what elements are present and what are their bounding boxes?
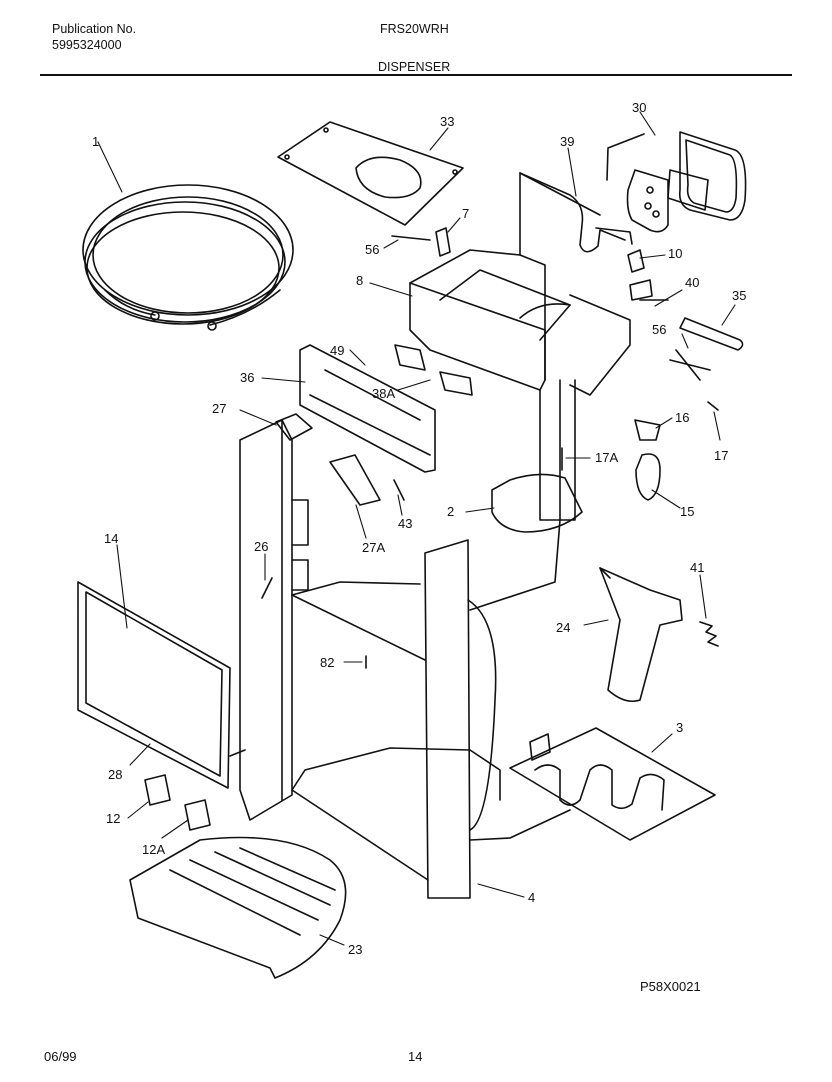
callout-label: 4 <box>528 890 535 905</box>
callout-label: 35 <box>732 288 746 303</box>
callout-label: 82 <box>320 655 334 670</box>
part-41-spring <box>699 621 719 647</box>
callout-label: 41 <box>690 560 704 575</box>
drawing-code: P58X0021 <box>640 979 701 994</box>
callout-label: 38A <box>372 386 395 401</box>
page-number: 14 <box>408 1049 423 1064</box>
callout-label: 30 <box>632 100 646 115</box>
callout-label: 14 <box>104 531 118 546</box>
callout-label: 26 <box>254 539 268 554</box>
header-rule <box>40 74 792 76</box>
callout-label: 12A <box>142 842 165 857</box>
part-40 <box>629 279 653 301</box>
part-49 <box>669 349 711 381</box>
part-38A-b <box>439 371 473 396</box>
callout-label: 40 <box>685 275 699 290</box>
callout-label: 1 <box>92 134 99 149</box>
footer-date: 06/99 <box>44 1049 77 1064</box>
part-27A <box>329 454 381 506</box>
callout-label: 2 <box>447 504 454 519</box>
part-3-heater <box>509 727 716 841</box>
callout-label: 39 <box>560 134 574 149</box>
part-8-housing <box>409 172 631 396</box>
callout-label: 15 <box>680 504 694 519</box>
callout-label: 36 <box>240 370 254 385</box>
part-35-switch <box>679 317 744 351</box>
callout-label: 43 <box>398 516 412 531</box>
part-43-screw <box>393 479 405 501</box>
part-10 <box>627 249 645 273</box>
callout-label: 17 <box>714 448 728 463</box>
publication-label: Publication No. <box>52 22 137 36</box>
part-56-screw <box>391 235 431 241</box>
part-27 <box>275 413 313 441</box>
part-14-panel <box>77 581 231 789</box>
cabinet-frame <box>291 519 561 881</box>
callout-label: 27A <box>362 540 385 555</box>
part-1-tubing-coil <box>82 184 294 331</box>
part-39-wire <box>519 172 626 253</box>
left-frame <box>239 419 309 821</box>
callout-label: 17A <box>595 450 618 465</box>
callout-label: 8 <box>356 273 363 288</box>
part-33-cover-plate <box>277 121 464 226</box>
callout-label: 33 <box>440 114 454 129</box>
part-36-panel <box>299 344 436 473</box>
callout-label: 24 <box>556 620 570 635</box>
callout-label: 3 <box>676 720 683 735</box>
part-17-screw <box>707 401 719 411</box>
part-2-chute <box>491 473 583 533</box>
callout-label: 49 <box>330 343 344 358</box>
leader-lines <box>97 111 736 946</box>
callout-label: 56 <box>365 242 379 257</box>
part-12-clip <box>144 774 171 806</box>
publication-number: 5995324000 <box>52 38 122 52</box>
callout-label: 16 <box>675 410 689 425</box>
part-26-screw <box>261 577 273 599</box>
part-24-lever <box>599 567 683 703</box>
right-frame <box>424 539 497 899</box>
part-16-socket <box>634 419 661 441</box>
callout-label: 10 <box>668 246 682 261</box>
callout-label: 28 <box>108 767 122 782</box>
part-28 <box>229 749 246 757</box>
part-12A-clip <box>184 799 211 831</box>
chute-column <box>539 379 576 521</box>
part-23-tray <box>129 836 347 979</box>
callout-label: 12 <box>106 811 120 826</box>
section-title: DISPENSER <box>378 60 451 74</box>
model-number: FRS20WRH <box>380 22 449 36</box>
part-7-bracket <box>435 227 451 257</box>
callout-label: 7 <box>462 206 469 221</box>
part-38A-a <box>394 344 426 371</box>
callout-label: 56 <box>652 322 666 337</box>
callout-label: 27 <box>212 401 226 416</box>
part-15-bulb <box>635 453 661 501</box>
callout-label: 23 <box>348 942 362 957</box>
part-30-cover-assembly <box>606 131 747 233</box>
